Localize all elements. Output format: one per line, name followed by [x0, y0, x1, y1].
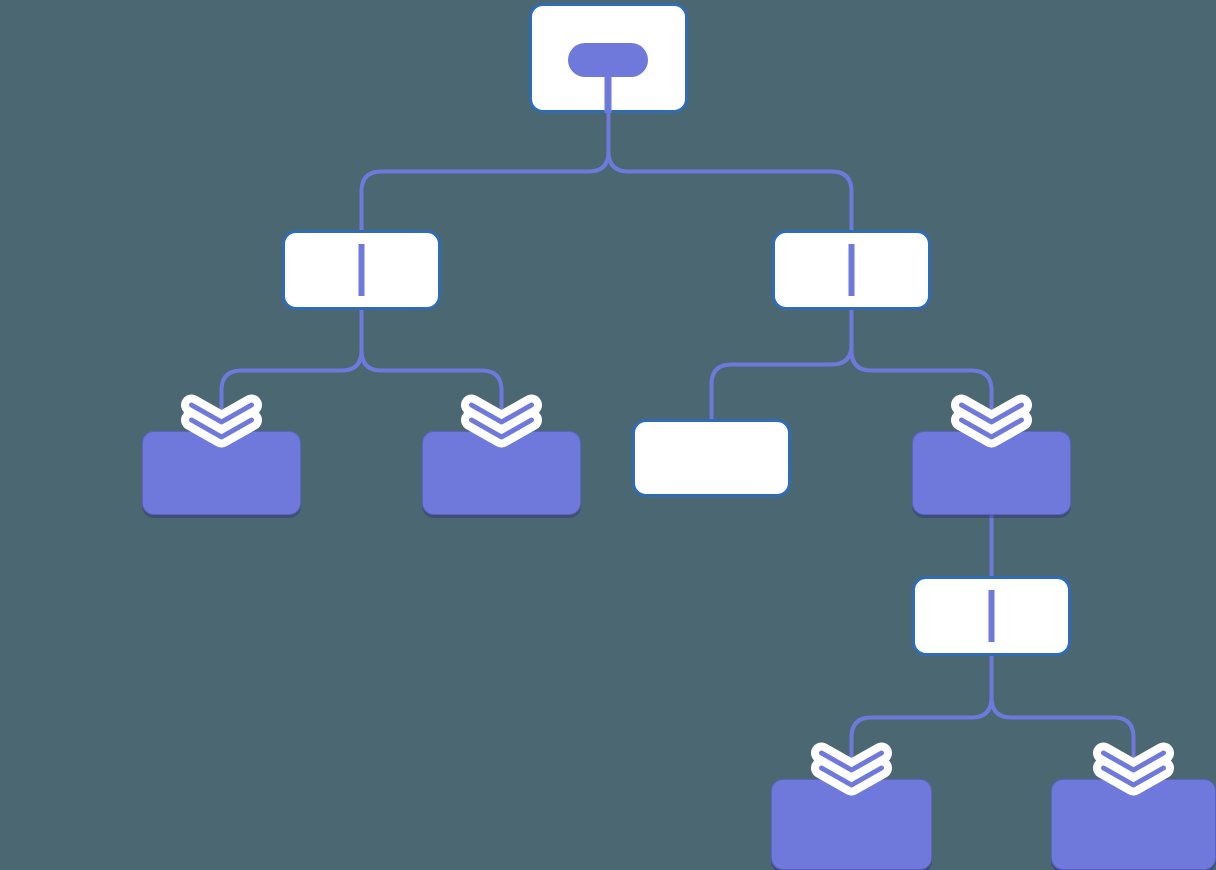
tree-node-n6[interactable] [912, 431, 1071, 515]
edge-n7-n8 [849, 656, 994, 779]
tree-node-n5[interactable] [632, 419, 791, 497]
root-node-pill-badge [568, 43, 648, 77]
tree-node-n2[interactable] [772, 230, 931, 310]
edge-n7-n9 [989, 656, 1136, 779]
tree-node-n4[interactable] [422, 431, 581, 515]
tree-node-n1[interactable] [282, 230, 441, 310]
tree-node-n8[interactable] [771, 779, 932, 870]
edge-n2-n6 [849, 310, 994, 431]
edge-n0-n2 [606, 113, 854, 230]
edge-n1-n3 [219, 310, 364, 431]
tree-node-n3[interactable] [142, 431, 301, 515]
tree-node-n7[interactable] [912, 576, 1071, 656]
tree-node-n0[interactable] [529, 3, 688, 113]
edge-n0-n1 [359, 113, 611, 230]
tree-node-n9[interactable] [1051, 779, 1216, 870]
edge-n1-n4 [359, 310, 504, 431]
